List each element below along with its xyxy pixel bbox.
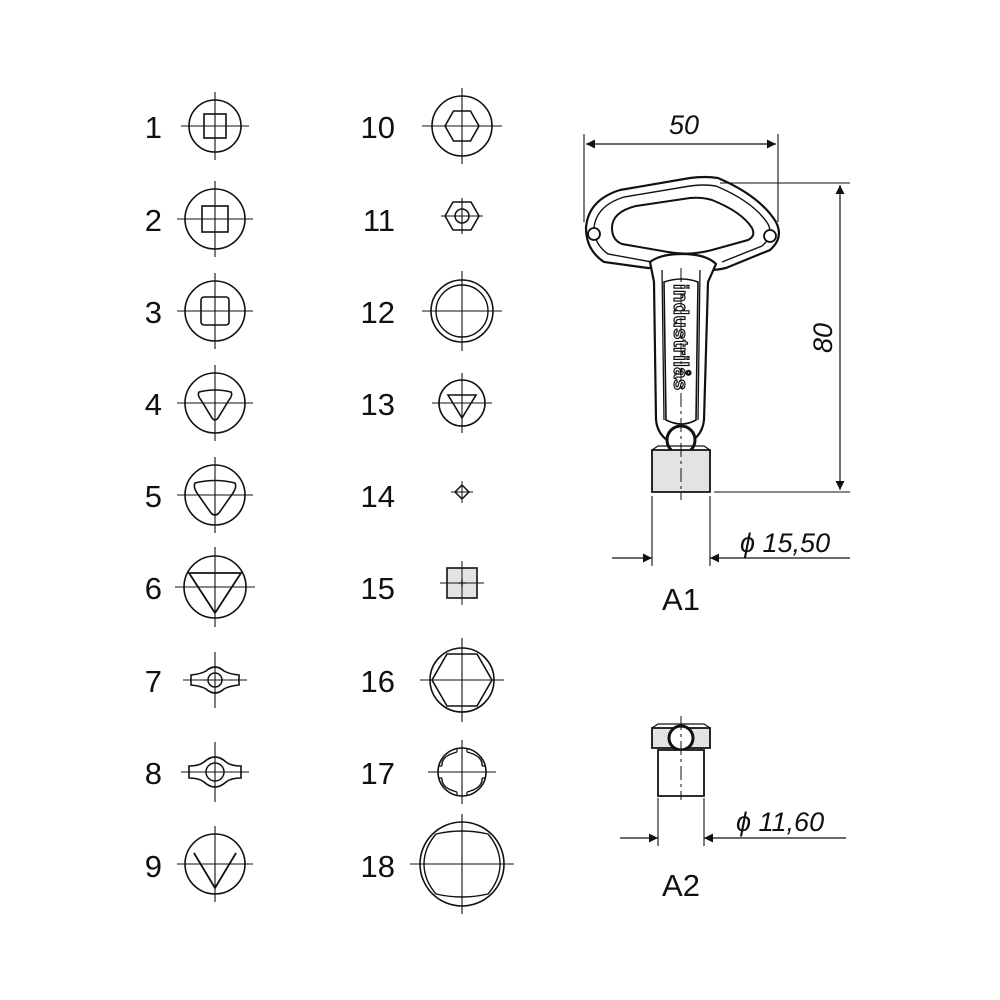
dimension-width: 50	[583, 110, 779, 222]
profile-6-triangle-icon	[175, 547, 255, 627]
profile-number-17: 17	[361, 756, 395, 791]
profile-15-square-icon	[440, 561, 484, 605]
profile-number-14: 14	[361, 479, 395, 514]
profile-2-square-icon	[177, 181, 253, 257]
dimension-diameter-a2-value: ϕ 11,60	[736, 807, 824, 837]
profile-8-wing-icon	[181, 742, 249, 802]
profile-13-triangle-icon	[432, 373, 492, 433]
dimension-width-value: 50	[669, 110, 699, 140]
profile-4-triangle-icon	[177, 365, 253, 441]
dimension-diameter-a2: ϕ 11,60	[620, 798, 846, 846]
profile-7-wing-icon	[183, 652, 247, 708]
profile-number-12: 12	[361, 295, 395, 330]
profile-12-double-circle-icon	[422, 271, 502, 351]
key-a1-drawing: industrilås	[584, 175, 781, 500]
profile-9-triangle-icon	[177, 826, 253, 902]
profile-number-7: 7	[145, 664, 162, 699]
profile-14-diamond-icon	[451, 481, 473, 503]
variant-label-a2: A2	[662, 868, 700, 903]
profile-number-5: 5	[145, 479, 162, 514]
profile-number-9: 9	[145, 849, 162, 884]
dimension-height: 80	[714, 182, 850, 493]
profile-number-10: 10	[361, 110, 395, 145]
profile-number-1: 1	[145, 110, 162, 145]
profile-11-hexagon-icon	[441, 198, 483, 234]
dimension-diameter-a1: ϕ 15,50	[612, 496, 850, 566]
profile-number-8: 8	[145, 756, 162, 791]
profile-5-triangle-icon	[177, 457, 253, 533]
variant-label-a1: A1	[662, 582, 700, 617]
profile-number-6: 6	[145, 571, 162, 606]
profile-10-hexagon-icon	[422, 88, 502, 164]
profile-17-notched-circle-icon	[428, 740, 496, 804]
profile-number-3: 3	[145, 295, 162, 330]
profile-number-16: 16	[361, 664, 395, 699]
profile-number-11: 11	[363, 203, 395, 238]
profile-1-square-small-icon	[181, 92, 249, 160]
profile-16-hexagon-icon	[420, 638, 504, 722]
profile-number-13: 13	[361, 387, 395, 422]
dimension-height-value: 80	[808, 323, 838, 353]
profile-3-square-icon	[177, 273, 253, 349]
profile-18-flattened-circle-icon	[410, 814, 514, 914]
dimension-diameter-a1-value: ϕ 15,50	[740, 528, 830, 558]
profile-number-15: 15	[361, 571, 395, 606]
profile-number-4: 4	[145, 387, 162, 422]
profile-number-18: 18	[361, 849, 395, 884]
key-a2-drawing	[651, 716, 711, 800]
profile-number-2: 2	[145, 203, 162, 238]
profile-numbers: 1 2 3 4 5 6 7 8 9 10 11 12 13 14 15 16 1…	[145, 110, 395, 884]
